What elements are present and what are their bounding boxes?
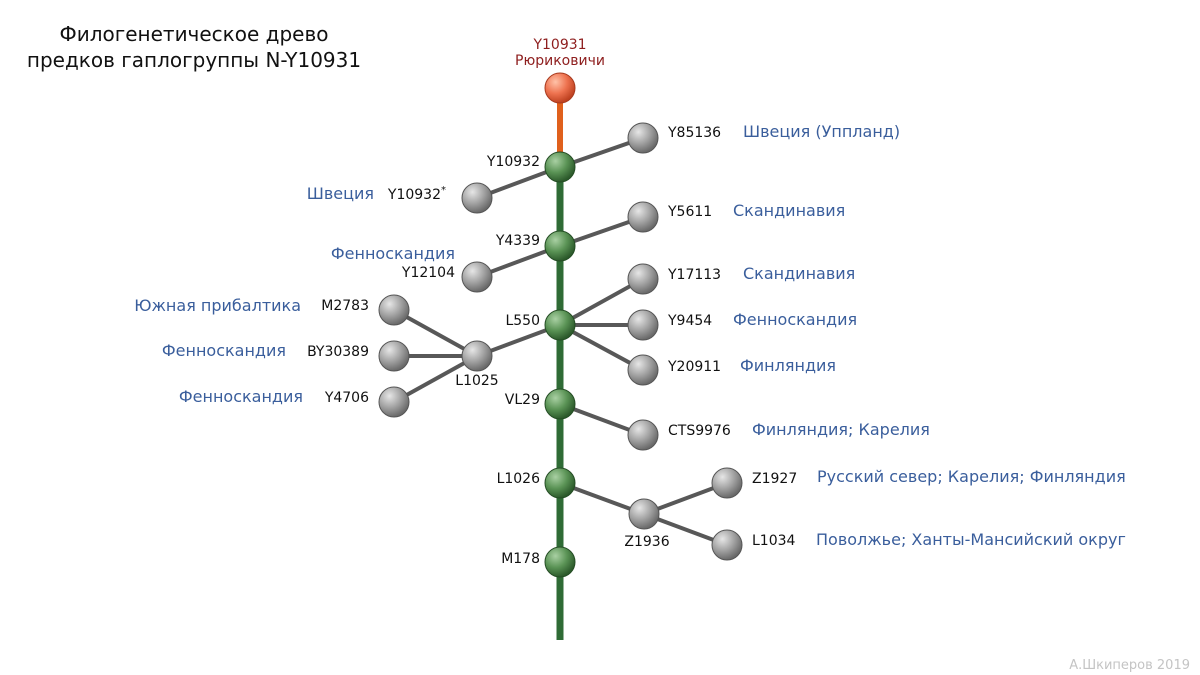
leaf-node-y10932star [461, 182, 493, 214]
leaf-code-y9454: Y9454 [667, 313, 712, 329]
region-label-by30389: Фенноскандия [162, 341, 286, 360]
target-node [544, 72, 576, 104]
region-label-y4706: Фенноскандия [179, 387, 303, 406]
branch-l550-y17113 [558, 277, 645, 327]
leaf-node-cts9976 [627, 419, 659, 451]
leaf-node-y9454 [627, 309, 659, 341]
region-label-y17113: Скандинавия [743, 264, 855, 283]
leaf-code-y10932star-suffix: * [441, 185, 446, 196]
subclade-label-z1936: Z1936 [624, 534, 669, 550]
region-label-y10932star: Швеция [307, 184, 374, 203]
diagram-title-line1: Филогенетическое древо [59, 22, 328, 46]
trunk-label-l1026: L1026 [497, 471, 541, 487]
trunk-node-vl29 [544, 388, 576, 420]
leaf-code-y20911: Y20911 [667, 359, 721, 375]
leaf-node-z1927 [711, 467, 743, 499]
trunk-label-m178: M178 [501, 551, 540, 567]
trunk-label-y10932: Y10932 [486, 154, 540, 170]
subclade-label-l1025: L1025 [455, 373, 498, 389]
leaf-node-y20911 [627, 354, 659, 386]
leaf-code-y10932star: Y10932* [387, 185, 446, 203]
trunk-label-vl29: VL29 [505, 392, 540, 408]
leaf-node-y85136 [627, 122, 659, 154]
region-label-z1927: Русский север; Карелия; Финляндия [817, 467, 1126, 486]
trunk-node-m178 [544, 546, 576, 578]
region-label-y5611: Скандинавия [733, 201, 845, 220]
region-label-y12104: Фенноскандия [331, 244, 455, 263]
leaf-code-y17113: Y17113 [667, 267, 721, 283]
leaf-code-y4706: Y4706 [324, 390, 369, 406]
leaf-code-y5611: Y5611 [667, 204, 712, 220]
leaf-node-by30389 [378, 340, 410, 372]
author-credit: А.Шкиперов 2019 [1069, 658, 1190, 673]
leaf-node-y12104 [461, 261, 493, 293]
trunk-label-y4339: Y4339 [495, 233, 540, 249]
leaf-code-y10932star-text: Y10932 [387, 187, 441, 203]
leaf-code-l1034: L1034 [752, 533, 796, 549]
branch-l1025-y4706 [392, 354, 479, 404]
trunk-node-y4339 [544, 230, 576, 262]
leaf-node-l1034 [711, 529, 743, 561]
trunk-node-y10932 [544, 151, 576, 183]
leaf-node-y17113 [627, 263, 659, 295]
leaf-nodes [378, 122, 743, 561]
leaf-node-y4706 [378, 386, 410, 418]
region-label-y20911: Финляндия [740, 356, 836, 375]
subclade-node-l1025 [461, 340, 493, 372]
region-label-y85136: Швеция (Уппланд) [743, 122, 900, 141]
trunk-label-l550: L550 [505, 313, 540, 329]
leaf-code-z1927: Z1927 [752, 471, 797, 487]
region-label-m2783: Южная прибалтика [134, 296, 301, 315]
trunk-nodes [544, 151, 576, 578]
region-label-y9454: Фенноскандия [733, 310, 857, 329]
region-label-cts9976: Финляндия; Карелия [752, 420, 930, 439]
trunk-node-l1026 [544, 467, 576, 499]
leaf-node-m2783 [378, 294, 410, 326]
diagram-title-line2: предков гаплогруппы N-Y10931 [27, 48, 361, 72]
branch-l550-y20911 [558, 323, 645, 372]
leaf-code-y85136: Y85136 [667, 125, 721, 141]
target-name-label: Рюриковичи [515, 53, 605, 69]
target-code-label: Y10931 [532, 37, 586, 53]
region-label-l1034: Поволжье; Ханты-Мансийский округ [816, 530, 1126, 549]
leaf-code-cts9976: CTS9976 [668, 423, 731, 439]
leaf-code-m2783: M2783 [321, 298, 369, 314]
trunk-node-l550 [544, 309, 576, 341]
leaf-code-y12104: Y12104 [401, 265, 455, 281]
leaf-code-by30389: BY30389 [307, 344, 369, 360]
branch-l1025-m2783 [392, 308, 479, 358]
leaf-node-y5611 [627, 201, 659, 233]
subclade-node-z1936 [628, 498, 660, 530]
